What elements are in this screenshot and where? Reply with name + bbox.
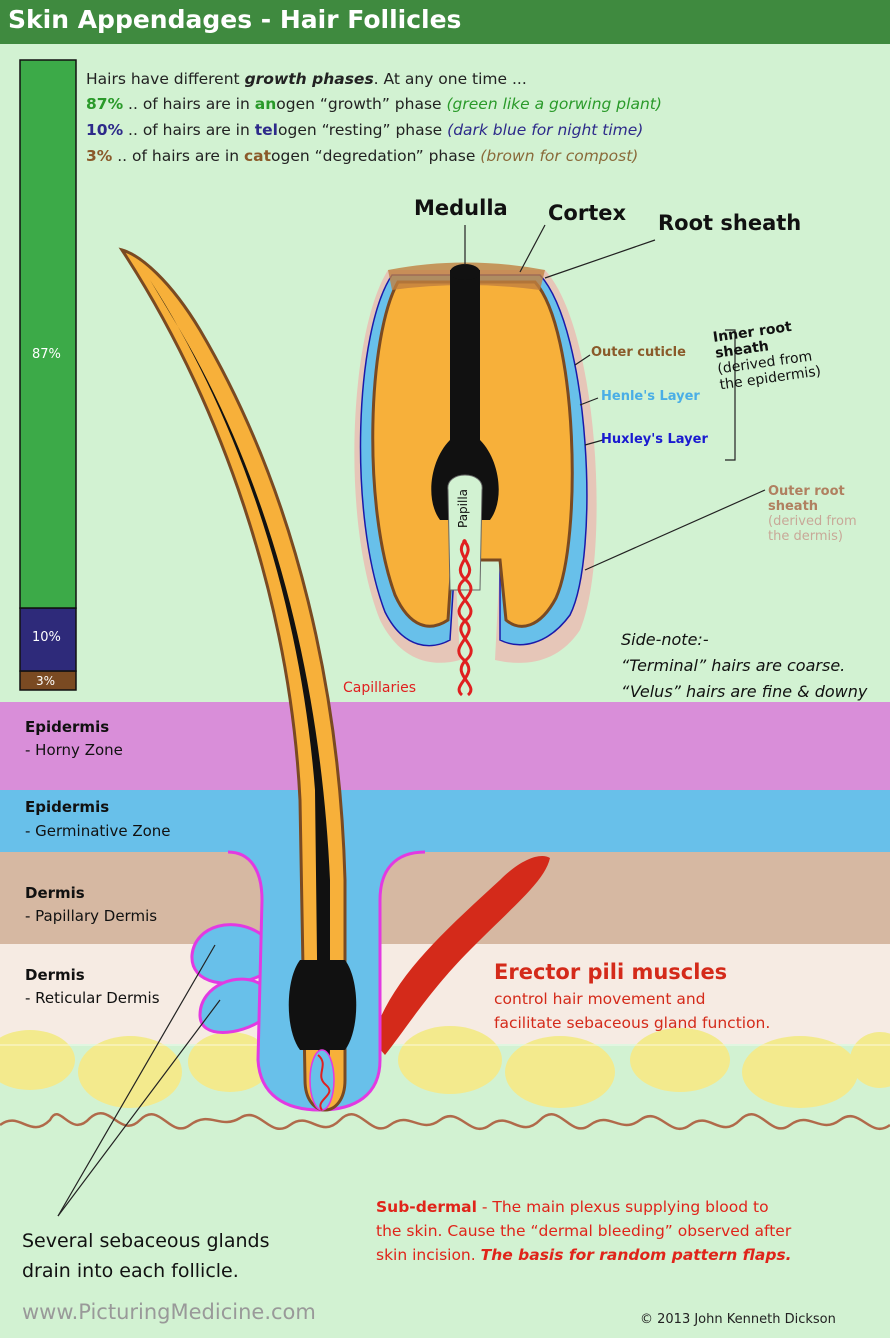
germinative-zone-layer — [0, 790, 890, 852]
phase-bar-segment-telogen — [19, 607, 77, 672]
papillary-dermis-layer — [0, 852, 890, 944]
phase-bar-segment-catagen — [19, 670, 77, 691]
sebaceous-glands — [190, 923, 264, 1034]
fat-lobule-row — [0, 1026, 890, 1108]
outer-root-sheath-label: Outer root sheath (derived from the derm… — [768, 484, 857, 544]
capillaries-label: Capillaries — [343, 680, 417, 696]
sebaceous-line-1: Several sebaceous glands — [22, 1230, 270, 1252]
erector-line-1: control hair movement and — [494, 990, 706, 1008]
bar-label-telogen: 10% — [32, 630, 61, 645]
erector-title: Erector pili muscles — [494, 960, 728, 984]
side-note-line-2: “Terminal” hairs are coarse. — [621, 656, 846, 675]
outer-root-line-4: the dermis) — [768, 529, 843, 544]
horny-zone-sub: - Horny Zone — [25, 741, 123, 759]
outer-root-line-3: (derived from — [768, 514, 857, 529]
bar-label-anagen: 87% — [32, 347, 61, 362]
outer-root-line-1: Outer root — [768, 484, 845, 499]
cortex-label: Cortex — [548, 201, 627, 225]
erector-pili-muscle — [372, 856, 550, 1055]
leader-lines — [57, 224, 766, 1217]
henles-layer-label: Henle's Layer — [601, 389, 700, 404]
root-sheath-label: Root sheath — [658, 211, 802, 235]
subdermal-line-2: the skin. Cause the “dermal bleeding” ob… — [376, 1222, 792, 1240]
title-bar — [0, 0, 890, 44]
telogen-line: 10% .. of hairs are in telogen “resting”… — [86, 121, 644, 139]
germinative-zone-sub: - Germinative Zone — [25, 822, 171, 840]
follicle-detail — [354, 262, 597, 697]
copyright: © 2013 John Kenneth Dickson — [640, 1312, 836, 1327]
papillary-dermis-sub: - Papillary Dermis — [25, 907, 158, 925]
growth-phase-bar — [19, 59, 77, 691]
outer-cuticle-label: Outer cuticle — [591, 345, 686, 360]
phase-bar-segment-anagen — [19, 59, 77, 609]
huxleys-layer-label: Huxley's Layer — [601, 432, 708, 447]
website-link[interactable]: www.PicturingMedicine.com — [22, 1300, 316, 1324]
horny-zone-title: Epidermis — [25, 718, 110, 736]
hair-bulb — [288, 960, 357, 1050]
reticular-dermis-title: Dermis — [25, 966, 85, 984]
reticular-dermis-sub: - Reticular Dermis — [25, 989, 160, 1007]
papilla-label: Papilla — [456, 488, 470, 528]
catagen-line: 3% .. of hairs are in catogen “degredati… — [86, 147, 639, 165]
anagen-line: 87% .. of hairs are in anogen “growth” p… — [86, 95, 662, 113]
papillary-dermis-title: Dermis — [25, 884, 85, 902]
medulla-label: Medulla — [414, 196, 508, 220]
bar-label-catagen: 3% — [36, 674, 56, 688]
side-note-line-1: Side-note:- — [621, 630, 709, 649]
horny-zone-layer — [0, 702, 890, 790]
germinative-zone-title: Epidermis — [25, 798, 110, 816]
subdermal-line-1: Sub-dermal - The main plexus supplying b… — [376, 1198, 769, 1216]
side-note-line-3: “Velus” hairs are fine & downy — [621, 682, 868, 701]
subdermal-line-3: skin incision. The basis for random patt… — [376, 1246, 792, 1264]
outer-root-line-2: sheath — [768, 499, 819, 514]
subdermal-plexus — [0, 1111, 890, 1131]
sebaceous-line-2: drain into each follicle. — [22, 1260, 239, 1282]
page-title: Skin Appendages - Hair Follicles — [8, 5, 462, 34]
erector-line-2: facilitate sebaceous gland function. — [494, 1014, 771, 1032]
intro-line: Hairs have different growth phases. At a… — [86, 70, 527, 88]
